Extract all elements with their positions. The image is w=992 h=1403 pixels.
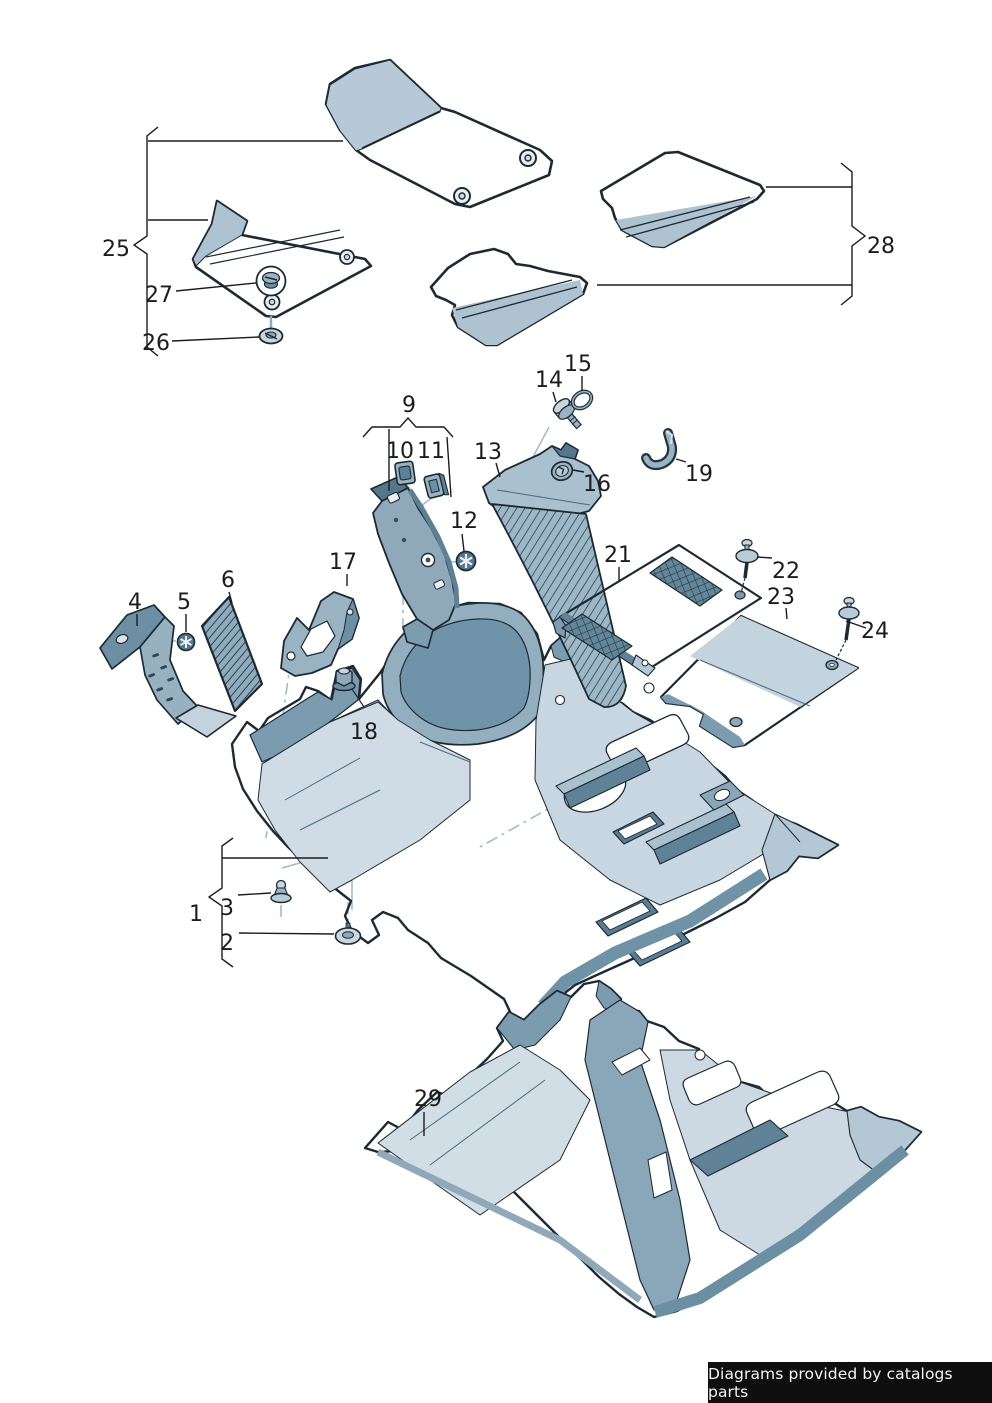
part-callout-17[interactable]: 17	[329, 550, 357, 575]
part-callout-18[interactable]: 18	[350, 720, 378, 745]
part-callout-11[interactable]: 11	[417, 439, 445, 464]
part-callout-14[interactable]: 14	[535, 368, 563, 393]
part-footrest-trim-13	[482, 442, 627, 708]
part-callout-1[interactable]: 1	[189, 902, 203, 927]
footer-credit-bar: Diagrams provided by catalogs parts	[708, 1362, 992, 1403]
clip-10	[394, 460, 416, 486]
part-callout-15[interactable]: 15	[564, 352, 592, 377]
brace-9	[362, 416, 454, 438]
part-callout-25[interactable]: 25	[102, 237, 130, 262]
part-callout-21[interactable]: 21	[604, 543, 632, 568]
brace-1	[207, 837, 234, 968]
brace-25	[132, 126, 159, 357]
part-callout-5[interactable]: 5	[177, 590, 191, 615]
part-callout-23[interactable]: 23	[767, 585, 795, 610]
part-callout-6[interactable]: 6	[221, 568, 235, 593]
fastener-12	[455, 550, 477, 572]
part-rear-mat-upper	[599, 150, 766, 249]
part-rear-mat-lower	[429, 247, 589, 347]
hook-clip-19	[641, 428, 678, 471]
ring-15	[570, 389, 594, 411]
leader-lines	[132, 126, 867, 1136]
nut-18	[332, 667, 365, 708]
mat-eyelet	[453, 149, 537, 205]
stud-3	[270, 879, 292, 904]
fastener-27-twistlock	[255, 265, 287, 297]
grommet-26	[258, 316, 284, 345]
grommet-2	[334, 922, 362, 945]
part-callout-27[interactable]: 27	[145, 283, 173, 308]
footer-credit-text: Diagrams provided by catalogs parts	[708, 1364, 953, 1401]
part-cover-panel-21	[552, 543, 763, 677]
fastener-5	[176, 632, 196, 652]
rivet-22	[735, 538, 759, 594]
part-callout-3[interactable]: 3	[220, 896, 234, 921]
cap-16	[550, 460, 574, 482]
part-main-floor-carpet-1	[230, 601, 840, 1032]
clip-11	[423, 472, 450, 499]
part-tunnel-bracket-9	[370, 476, 460, 649]
part-callout-2[interactable]: 2	[220, 931, 234, 956]
bolt-14	[552, 398, 582, 430]
part-callout-9[interactable]: 9	[402, 393, 416, 418]
screw-24	[835, 596, 860, 661]
part-front-mat	[324, 58, 554, 209]
part-callout-22[interactable]: 22	[772, 559, 800, 584]
part-driver-mat	[191, 199, 373, 319]
part-callout-28[interactable]: 28	[867, 234, 895, 259]
part-callout-19[interactable]: 19	[685, 462, 713, 487]
part-callout-4[interactable]: 4	[128, 590, 142, 615]
brace-28	[840, 162, 867, 306]
part-callout-24[interactable]: 24	[861, 619, 889, 644]
part-callout-13[interactable]: 13	[474, 440, 502, 465]
part-callout-12[interactable]: 12	[450, 509, 478, 534]
part-callout-16[interactable]: 16	[583, 472, 611, 497]
part-bracket-17	[280, 591, 360, 677]
part-callout-10[interactable]: 10	[386, 439, 414, 464]
part-footrest-support-4	[99, 604, 237, 738]
part-callout-29[interactable]: 29	[414, 1087, 442, 1112]
part-pedal-pad-6	[200, 595, 264, 713]
part-callout-26[interactable]: 26	[142, 331, 170, 356]
part-rear-floor-carpet-29	[363, 979, 923, 1319]
part-cover-panel-23	[659, 614, 860, 749]
